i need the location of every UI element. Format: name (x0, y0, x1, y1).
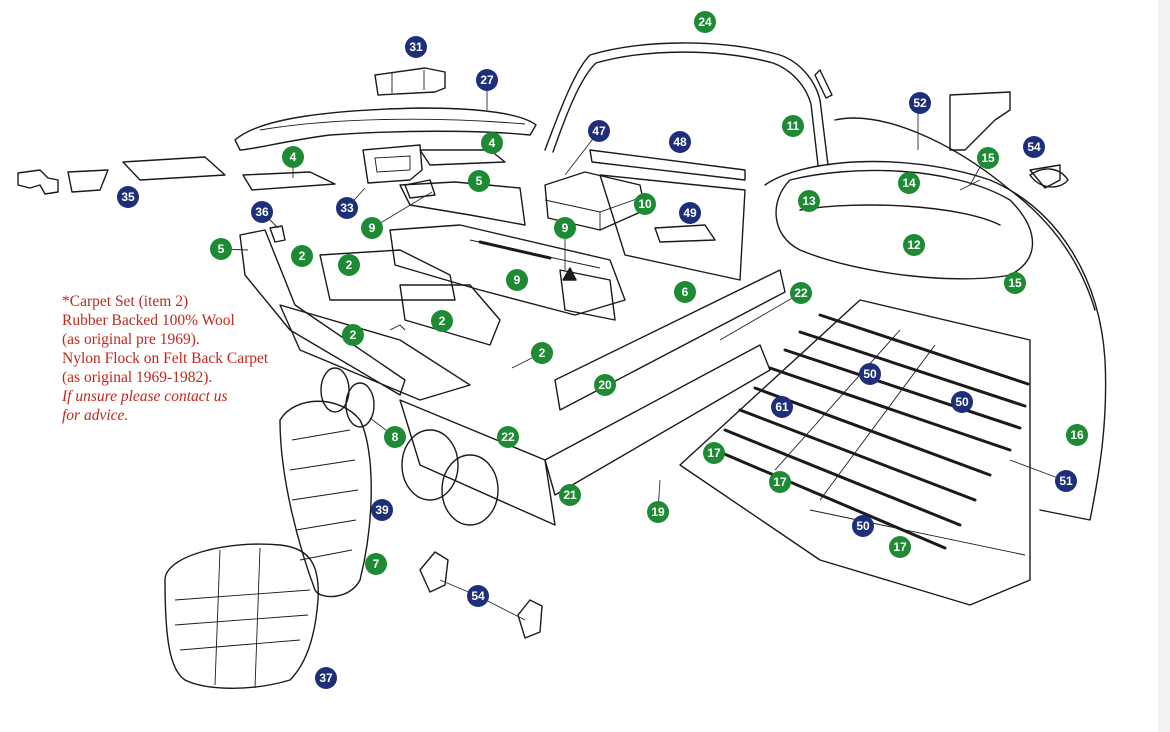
callout-35: 35 (117, 186, 139, 208)
callout-11: 11 (782, 115, 804, 137)
callout-2: 2 (291, 245, 313, 267)
callout-47: 47 (588, 120, 610, 142)
note-line: Nylon Flock on Felt Back Carpet (62, 350, 269, 367)
callout-37: 37 (315, 667, 337, 689)
note-line: (as original 1969-1982). (62, 369, 213, 386)
callout-5: 5 (468, 170, 490, 192)
sill-20 (554, 269, 786, 411)
callout-9: 9 (554, 217, 576, 239)
rear-body (764, 160, 1107, 521)
callout-52: 52 (909, 92, 931, 114)
callout-16: 16 (1066, 424, 1088, 446)
dash-top (234, 107, 537, 151)
floor-slats (713, 313, 1030, 550)
floor-mat-35 (17, 169, 59, 195)
callout-12: 12 (903, 234, 925, 256)
callout-5: 5 (210, 238, 232, 260)
callout-2: 2 (338, 254, 360, 276)
callout-15: 15 (977, 147, 999, 169)
callout-39: 39 (371, 499, 393, 521)
callout-54: 54 (1023, 136, 1045, 158)
tunnel (399, 181, 526, 226)
windscreen-frame (544, 42, 829, 166)
callout-50: 50 (852, 515, 874, 537)
page-edge (1158, 0, 1170, 732)
callout-22: 22 (790, 282, 812, 304)
callout-14: 14 (898, 172, 920, 194)
callout-4: 4 (282, 146, 304, 168)
callout-31: 31 (405, 36, 427, 58)
callout-21: 21 (559, 484, 581, 506)
bracket-54b (517, 599, 543, 639)
callout-24: 24 (694, 11, 716, 33)
callout-33: 33 (336, 197, 358, 219)
part-33 (362, 144, 423, 184)
callout-17: 17 (769, 471, 791, 493)
callout-2: 2 (531, 342, 553, 364)
left-sill (239, 229, 406, 396)
parcel-shelf (589, 149, 746, 181)
callout-13: 13 (798, 190, 820, 212)
callout-48: 48 (669, 131, 691, 153)
callout-9: 9 (506, 269, 528, 291)
part-31 (374, 67, 446, 96)
callout-15: 15 (1004, 272, 1026, 294)
callout-9: 9 (361, 217, 383, 239)
callout-6: 6 (674, 281, 696, 303)
note-line: (as original pre 1969). (62, 331, 200, 348)
callout-36: 36 (251, 201, 273, 223)
note-line: Rubber Backed 100% Wool (62, 312, 235, 329)
callout-2: 2 (431, 310, 453, 332)
callout-20: 20 (594, 374, 616, 396)
callout-22: 22 (497, 426, 519, 448)
callout-7: 7 (365, 553, 387, 575)
callout-10: 10 (634, 193, 656, 215)
callout-50: 50 (859, 363, 881, 385)
callout-17: 17 (703, 442, 725, 464)
seat-back (279, 400, 372, 598)
leader-lines (220, 80, 1067, 621)
callout-51: 51 (1055, 470, 1077, 492)
sill-21 (399, 399, 556, 526)
callout-49: 49 (679, 202, 701, 224)
callout-19: 19 (647, 501, 669, 523)
callout-61: 61 (771, 396, 793, 418)
callout-2: 2 (342, 324, 364, 346)
seat-cushion (164, 543, 319, 689)
callout-27: 27 (476, 69, 498, 91)
bracket-54a (419, 551, 449, 593)
callout-17: 17 (889, 536, 911, 558)
boot-floor (679, 299, 1031, 606)
note-line: *Carpet Set (item 2) (62, 293, 189, 310)
callout-4: 4 (481, 132, 503, 154)
callout-50: 50 (951, 391, 973, 413)
callout-54: 54 (467, 585, 489, 607)
carpet-note: *Carpet Set (item 2) Rubber Backed 100% … (62, 292, 322, 425)
note-advice-line: If unsure please contact us (62, 388, 228, 405)
note-advice-line: for advice. (62, 407, 129, 424)
callout-8: 8 (384, 426, 406, 448)
